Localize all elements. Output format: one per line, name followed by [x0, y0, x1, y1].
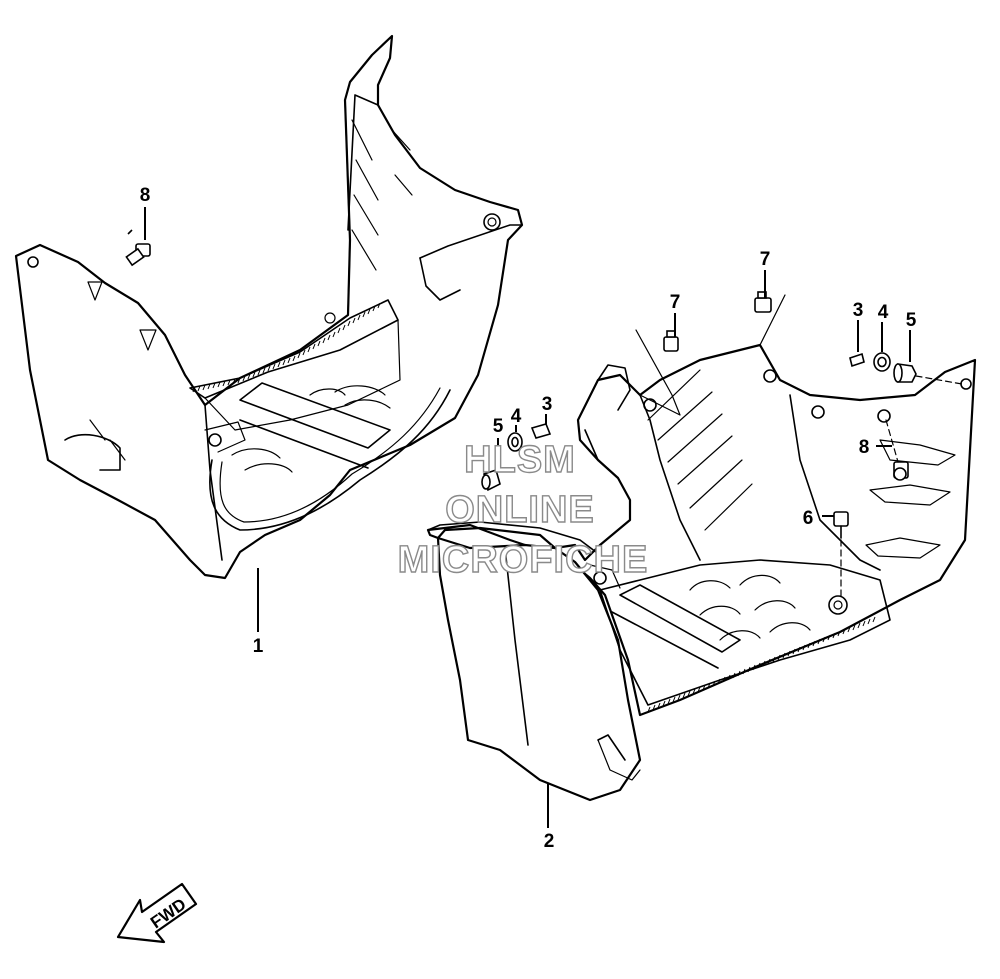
part-2-right-footrest [426, 294, 977, 802]
callout-3-left: 3 [542, 394, 553, 415]
fwd-arrow: FWD [116, 882, 198, 944]
watermark-line-3: MICROFICHE [398, 539, 649, 581]
hardware-clip-7-b [754, 291, 772, 313]
callout-4-right: 4 [878, 302, 889, 323]
leader-lines [144, 207, 963, 828]
hardware-washer-4-left [507, 432, 523, 452]
callout-2: 2 [544, 831, 555, 852]
callout-7-left: 7 [670, 292, 681, 313]
hardware-bolt-8-right [893, 461, 909, 481]
callout-8-right: 8 [859, 437, 870, 458]
fwd-arrow-icon [116, 882, 198, 944]
callout-labels: 1 2 3 3 4 4 5 5 6 7 7 8 8 [140, 185, 917, 852]
watermark-line-1: HLSM [464, 439, 576, 481]
part-1-left-footrest [14, 34, 524, 580]
callout-5-left: 5 [493, 416, 504, 437]
callout-6: 6 [803, 508, 814, 529]
watermark: HLSM ONLINE MICROFICHE [397, 438, 649, 581]
hardware-washer-4-right [873, 352, 891, 372]
hardware-screw-3-left [530, 423, 552, 439]
watermark-line-2: ONLINE [445, 489, 595, 531]
hardware-screw-3-right [849, 352, 865, 368]
hardware-grommet-5-left [481, 468, 501, 492]
callout-5-right: 5 [906, 310, 917, 331]
hardware-grommet-5-right [893, 363, 917, 383]
callout-1: 1 [253, 636, 264, 657]
callout-4-left: 4 [511, 406, 522, 427]
tread-pattern-2 [647, 616, 876, 713]
callout-7-right: 7 [760, 249, 771, 270]
hardware-clip-7-a [663, 330, 679, 352]
hardware-bolt-8-left [125, 229, 151, 267]
callout-3-right: 3 [853, 300, 864, 321]
callout-8-left: 8 [140, 185, 151, 206]
tread-pattern [192, 302, 381, 393]
hardware-bolt-6 [833, 511, 849, 539]
